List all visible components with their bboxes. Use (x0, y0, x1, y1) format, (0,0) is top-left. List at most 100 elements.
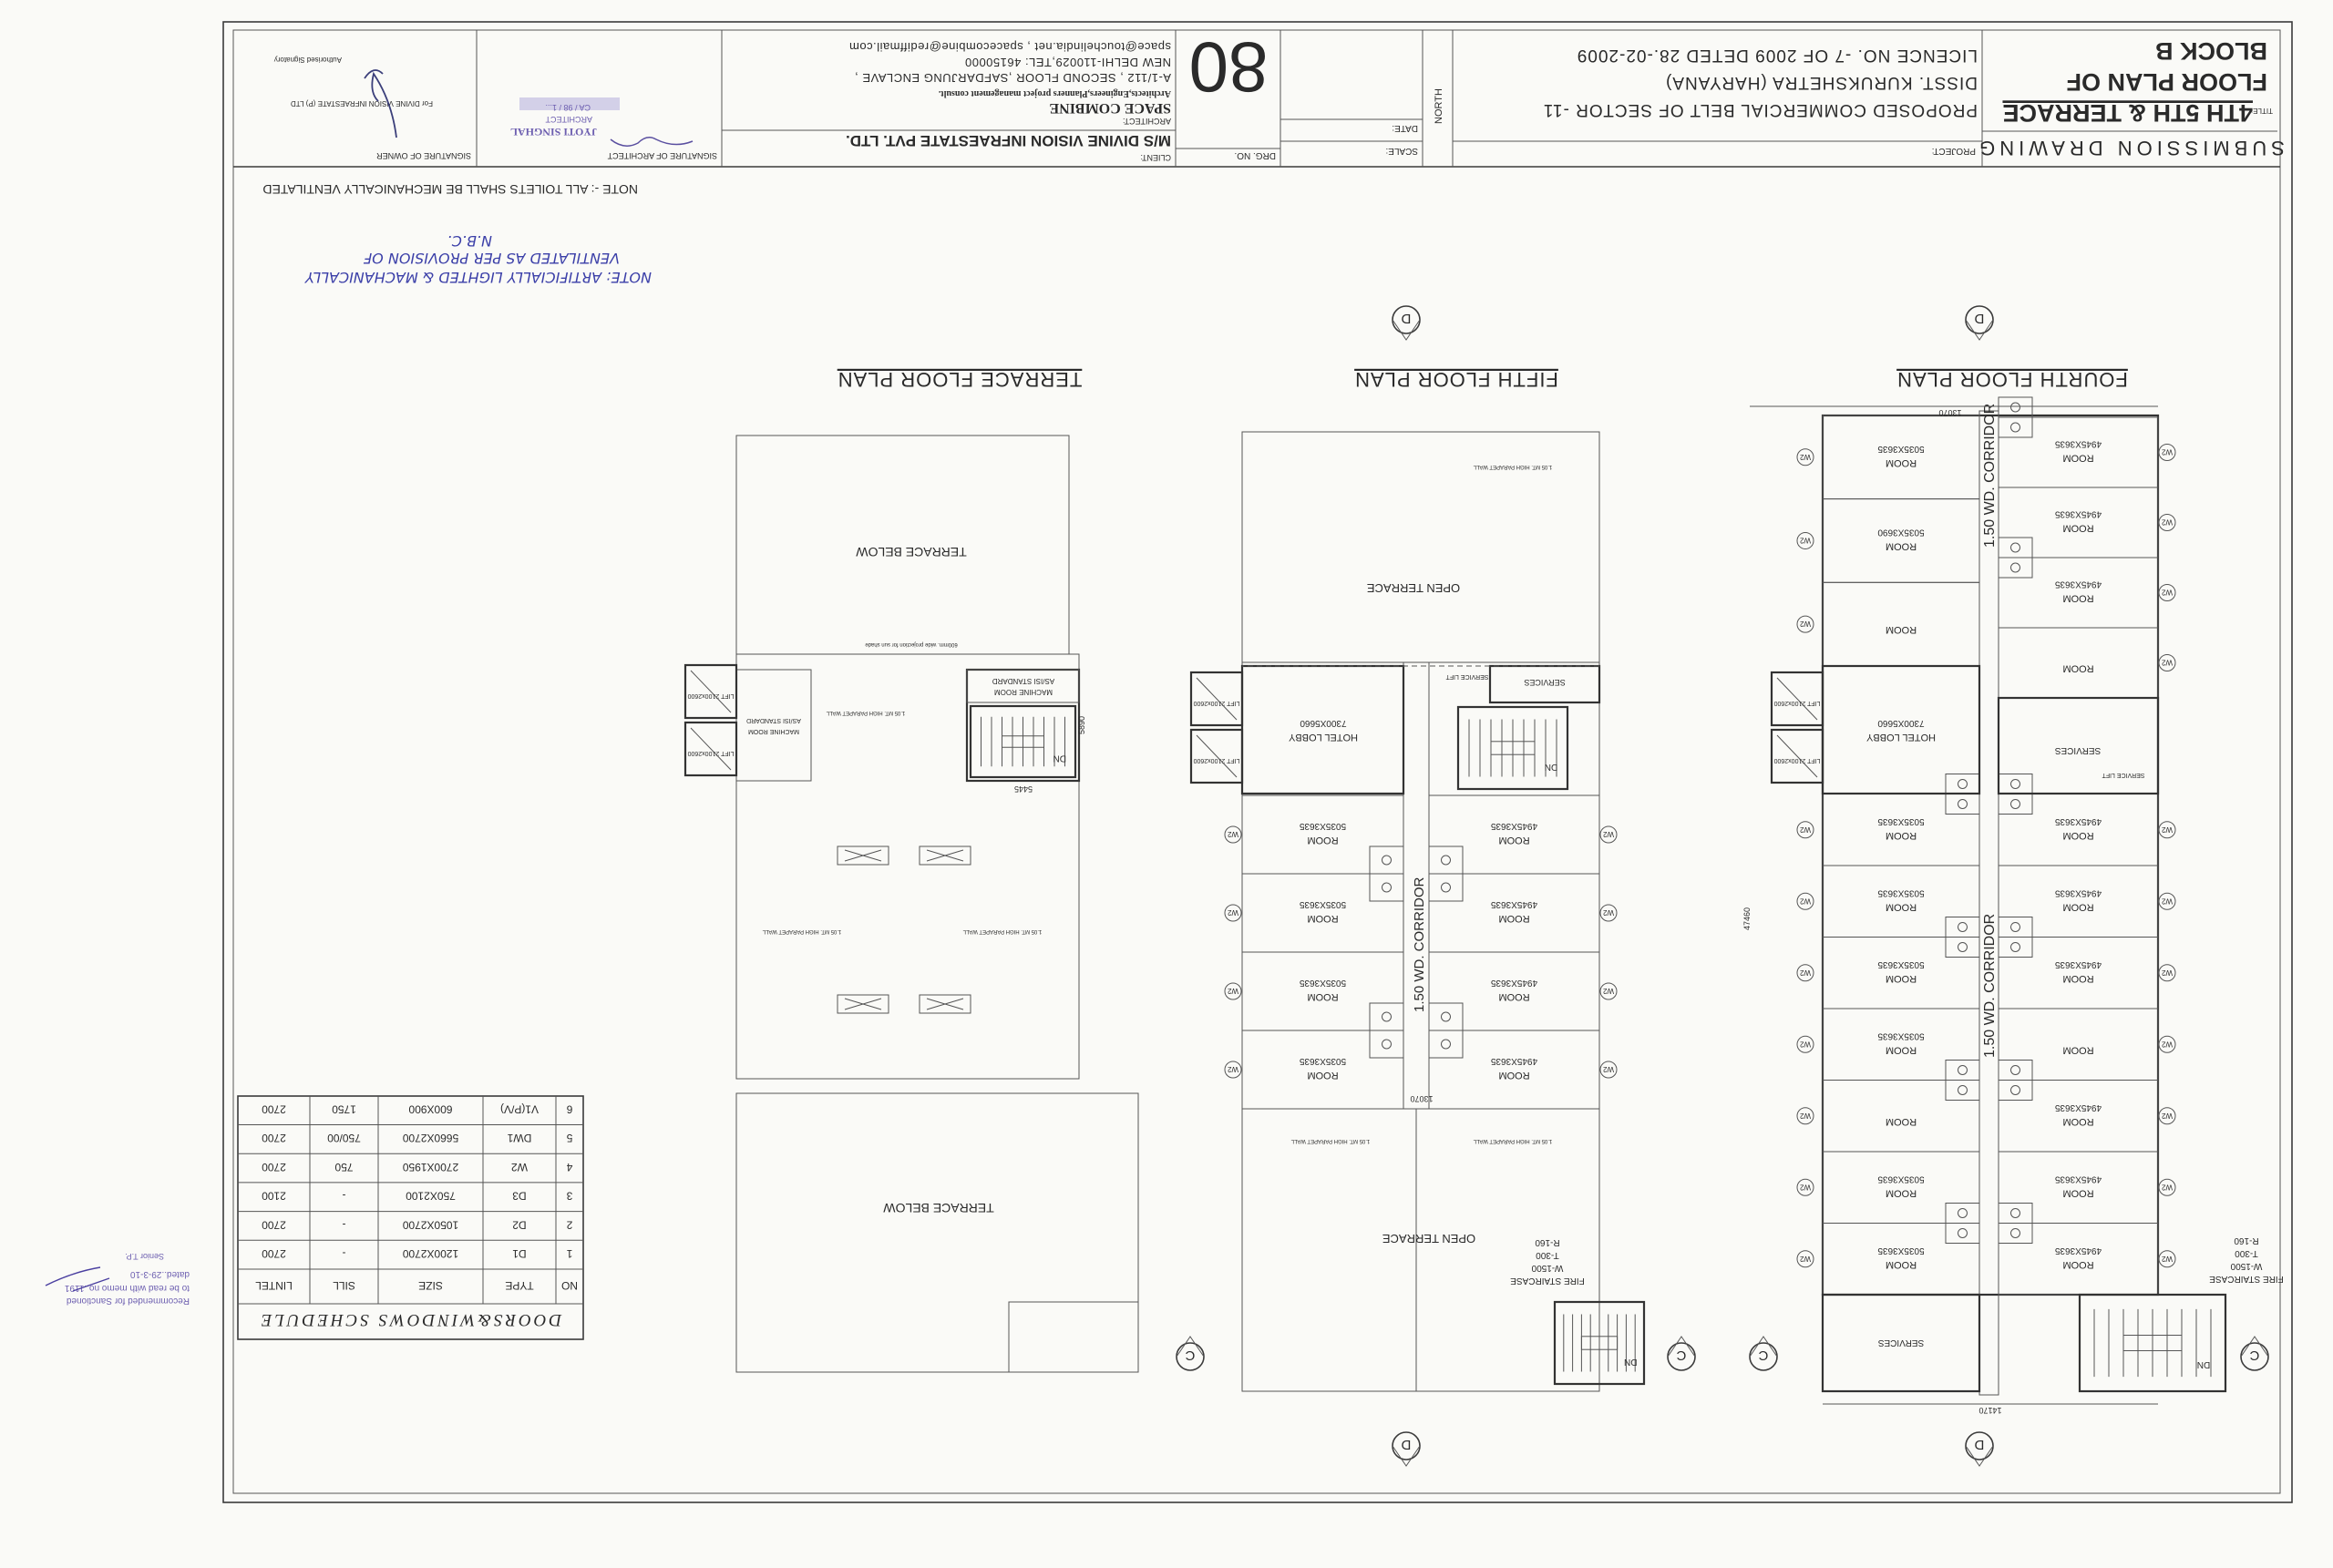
window-tag: W2 (1799, 1112, 1811, 1120)
lift-label: LIFT 2100x2600 (1193, 757, 1239, 764)
corridor-label: 1.50 WD. CORRIDOR (1982, 914, 1998, 1058)
fire-stair-spec: R-160 (1535, 1237, 1560, 1247)
room-label: ROOM (1307, 913, 1338, 924)
window-tag-circle (1796, 821, 1814, 839)
wc-icon (2010, 942, 2020, 952)
room-size: 4945X3635 (1490, 978, 1537, 988)
service-lift-label: SERVICE LIFT (1445, 673, 1489, 680)
wc-icon (1441, 1011, 1451, 1022)
schedule-cell: - (343, 1218, 346, 1231)
section-marker-label: D (1974, 1437, 1984, 1452)
inner-border (232, 29, 2281, 1494)
title-block: SUBMISSION DRAWING TITLE: 4TH 5TH & TERR… (233, 27, 2285, 168)
room-label: ROOM (2062, 663, 2093, 674)
wc-icon (1441, 855, 1451, 866)
fire-stair-label: FIRE STAIRCASE (1510, 1276, 1585, 1286)
dimension: 5445 (1014, 784, 1033, 794)
title-line-2: FLOOR PLAN OF (2067, 68, 2267, 96)
corridor-label: 1.50 WD. CORRIDOR (1982, 404, 1998, 548)
section-arrow-icon (1965, 319, 1994, 341)
window-tag: W2 (2161, 825, 2173, 834)
handwritten-note-1: NOTE: ARTIFICIALLY LIGHTED & MACHANICALL… (304, 269, 652, 286)
room-size: 4945X3635 (2054, 887, 2102, 897)
wc-icon (1441, 882, 1451, 893)
window-tag-circle (1796, 448, 1814, 466)
window-tag: W2 (1602, 987, 1614, 995)
window-tag: W2 (1799, 1040, 1811, 1048)
room-label: ROOM (2062, 1044, 2093, 1055)
title-line-3: BLOCK B (2155, 37, 2267, 65)
stair-down-label: DN (1624, 1357, 1637, 1367)
wc-icon (1382, 1011, 1392, 1022)
stair-landing (1580, 1336, 1619, 1350)
schedule-cell: DW1 (507, 1132, 531, 1144)
stair-landing (1490, 741, 1536, 755)
room (1428, 794, 1600, 875)
room-label: ROOM (2062, 593, 2093, 604)
room-size: 5035X3635 (1877, 816, 1925, 826)
stair-down-label: DN (1053, 753, 1066, 764)
window-tag-circle (1796, 615, 1814, 633)
wc-icon (1958, 799, 1968, 809)
fifth-floor-plan: 1.50 WD. CORRIDORROOM4945X3635W2ROOM5035… (1189, 368, 1646, 1392)
wall-line (926, 849, 964, 862)
parapet-label: 1.05 MT. HIGH PARAPET WALL (762, 928, 841, 934)
lift-label: LIFT 2100x2600 (1773, 700, 1820, 706)
room-size: 5035X3635 (1877, 1173, 1925, 1184)
dimension: 13070 (1410, 1094, 1433, 1103)
wc-icon (2010, 422, 2020, 433)
wc-icon (2010, 922, 2020, 932)
wall-line (1776, 734, 1818, 778)
schedule-cell: 2700X1950 (402, 1161, 458, 1173)
skylight (919, 845, 971, 866)
submission-label: SUBMISSION DRAWING (1975, 137, 2285, 159)
lift-label: LIFT 2100x2600 (687, 750, 734, 756)
window-tag-circle (1796, 1178, 1814, 1196)
terrace-below-label: TERRACE BELOW (856, 545, 967, 559)
wall-line (690, 670, 732, 713)
room-size: 4945X3635 (2054, 959, 2102, 969)
schedule-cell: D1 (512, 1247, 527, 1260)
architect-signature (610, 137, 694, 147)
machine-room-std: AS/ISI STANDARD (992, 677, 1055, 685)
window-tag-circle (1599, 1061, 1618, 1079)
wc-icon (1958, 1208, 1968, 1218)
owner-stamp-signatory: Authorised Signatory (274, 56, 342, 64)
schedule-cell: 750X2100 (406, 1190, 456, 1203)
room-size: 4945X3635 (1490, 1056, 1537, 1066)
handwritten-note-3: N.B.C. (447, 232, 492, 250)
client-name: M/S DIVINE VISION INFRAESTATE PVT. LTD. (846, 132, 1171, 149)
approval-line-4: Senior T.P. (125, 1252, 164, 1261)
section-arrow-icon (1392, 1445, 1421, 1467)
room-label: ROOM (2062, 830, 2093, 841)
architect-label: ARCHITECT: (1123, 117, 1171, 126)
room-size: 5035X3635 (1877, 444, 1925, 454)
lift-shaft (1189, 728, 1244, 784)
architect-address-2: NEW DELHI-110029,TEL: 46150000 (965, 56, 1172, 69)
staircase (1553, 1300, 1646, 1386)
section-arrow-icon (2240, 1336, 2269, 1358)
project-line-3: LICENCE NO. -7 OF 2009 DETED 28.-02-2009 (1577, 46, 1978, 65)
owner-signature (364, 69, 397, 138)
room-label: ROOM (2062, 1116, 2093, 1127)
lift-shaft (683, 721, 738, 777)
machine-room-label: MACHINE ROOM (994, 688, 1053, 696)
room-label: ROOM (2062, 1187, 2093, 1198)
project-line-2: DISST. KURUKSHETRA (HARYANA) (1665, 73, 1978, 92)
room-size: 4945X3635 (2054, 1173, 2102, 1184)
client-label: CLIENT: (1140, 153, 1171, 162)
scale-label: SCALE: (1385, 146, 1418, 156)
signature-owner-label: SIGNATURE OF OWNER (376, 151, 471, 160)
wc-icon (2010, 779, 2020, 789)
lift-shaft (1770, 671, 1824, 727)
room-size: 4945X3635 (2054, 1102, 2102, 1112)
schedule-cell: 750 (334, 1161, 353, 1173)
window-tag-circle (2158, 514, 2176, 531)
section-arrow-icon (1965, 1445, 1994, 1467)
room (1998, 416, 2159, 488)
schedule-cell: 2700 (262, 1132, 286, 1144)
room-size: 5035X3635 (1877, 959, 1925, 969)
section-arrow-icon (1392, 319, 1421, 341)
window-tag-circle (1599, 825, 1618, 844)
